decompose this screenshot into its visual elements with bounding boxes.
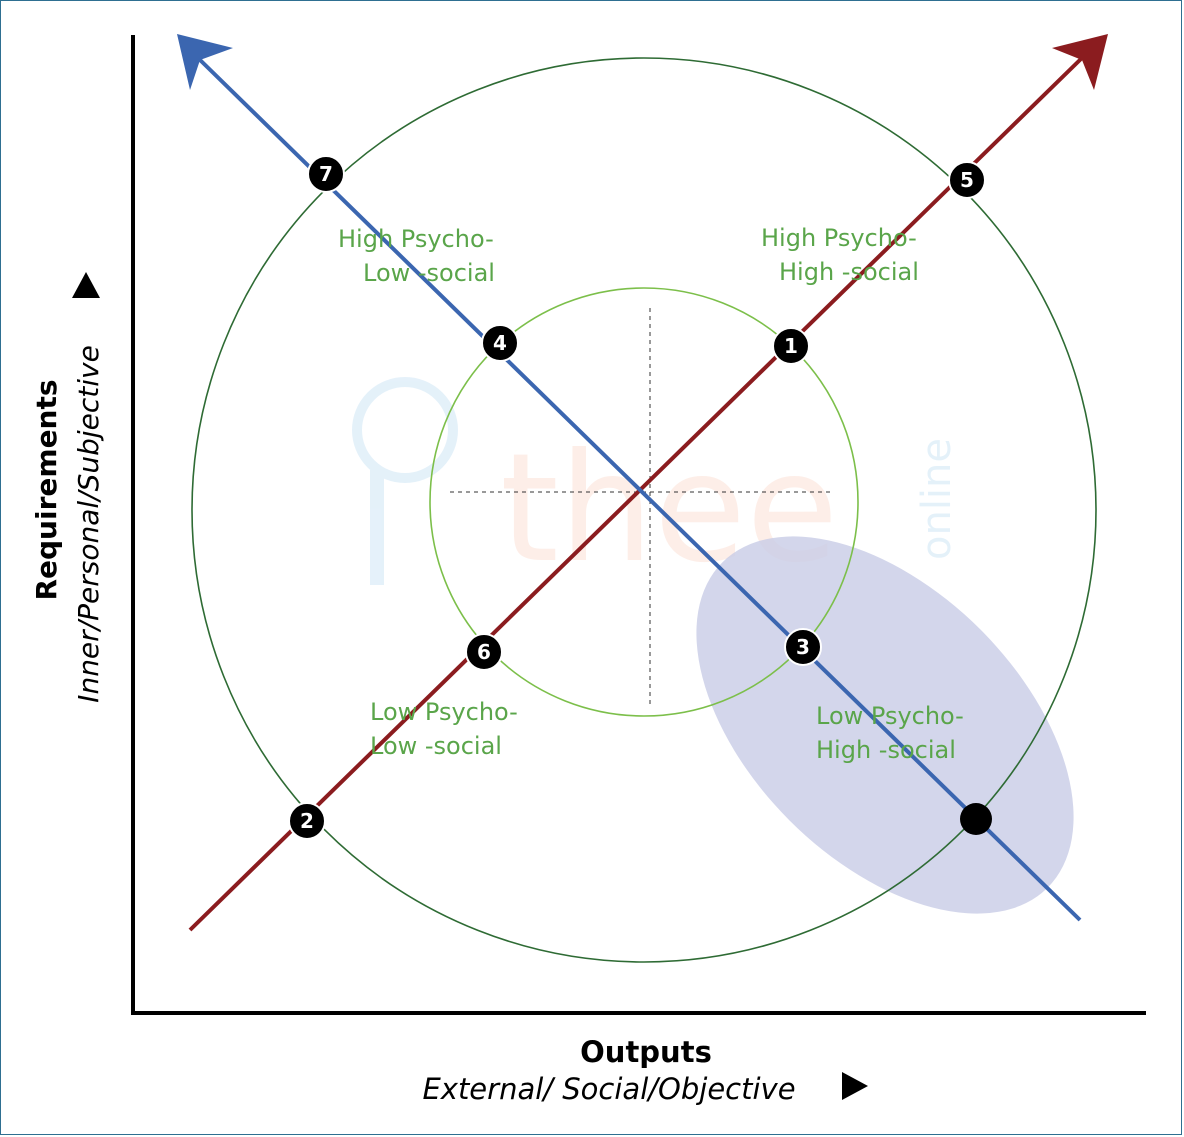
quadrant-bottom-left-line2: Low -social [370, 732, 502, 760]
watermark-stem-icon [370, 470, 384, 585]
x-axis-subtitle: External/ Social/Objective [422, 1072, 795, 1106]
watermark: thee online [352, 377, 960, 596]
red-arrowhead [1052, 34, 1108, 90]
x-axis-arrow-icon [842, 1072, 868, 1100]
marker-1-label: 1 [784, 334, 798, 358]
marker-1 [772, 327, 810, 365]
quadrant-top-left-line1: High Psycho- [338, 225, 494, 253]
marker-5 [948, 161, 986, 199]
marker-5-label: 5 [960, 168, 974, 192]
outer-circle [191, 57, 1097, 963]
marker-6-label: 6 [477, 640, 491, 664]
marker-7-label: 7 [319, 162, 333, 186]
blue-arrowhead [177, 34, 233, 90]
marker-3-label: 3 [796, 635, 810, 659]
y-axis-arrow-icon [72, 272, 100, 298]
red-diagonal-line [188, 53, 1087, 932]
marker-2 [288, 802, 326, 840]
inner-circle [429, 287, 859, 717]
marker-7 [307, 155, 345, 193]
quadrant-top-right-line2: High -social [779, 258, 919, 286]
quadrant-bottom-right-line2: High -social [816, 736, 956, 764]
y-axis-subtitle: Inner/Personal/Subjective [72, 345, 105, 703]
quadrant-top-left-line2: Low -social [363, 259, 495, 287]
quadrant-top-right-line1: High Psycho- [761, 224, 917, 252]
marker-unlabeled [960, 803, 992, 835]
blue-diagonal-line [195, 55, 1082, 922]
quadrant-bottom-right-line1: Low Psycho- [816, 702, 964, 730]
marker-4 [481, 324, 519, 362]
watermark-suffix: online [914, 438, 960, 560]
quadrant-bottom-left-line1: Low Psycho- [370, 698, 518, 726]
x-axis-title: Outputs [580, 1035, 712, 1069]
watermark-head-icon [352, 377, 458, 483]
marker-6 [465, 633, 503, 671]
y-axis-title: Requirements [30, 379, 63, 600]
marker-4-label: 4 [493, 331, 507, 355]
marker-3 [784, 628, 822, 666]
marker-2-label: 2 [300, 809, 314, 833]
